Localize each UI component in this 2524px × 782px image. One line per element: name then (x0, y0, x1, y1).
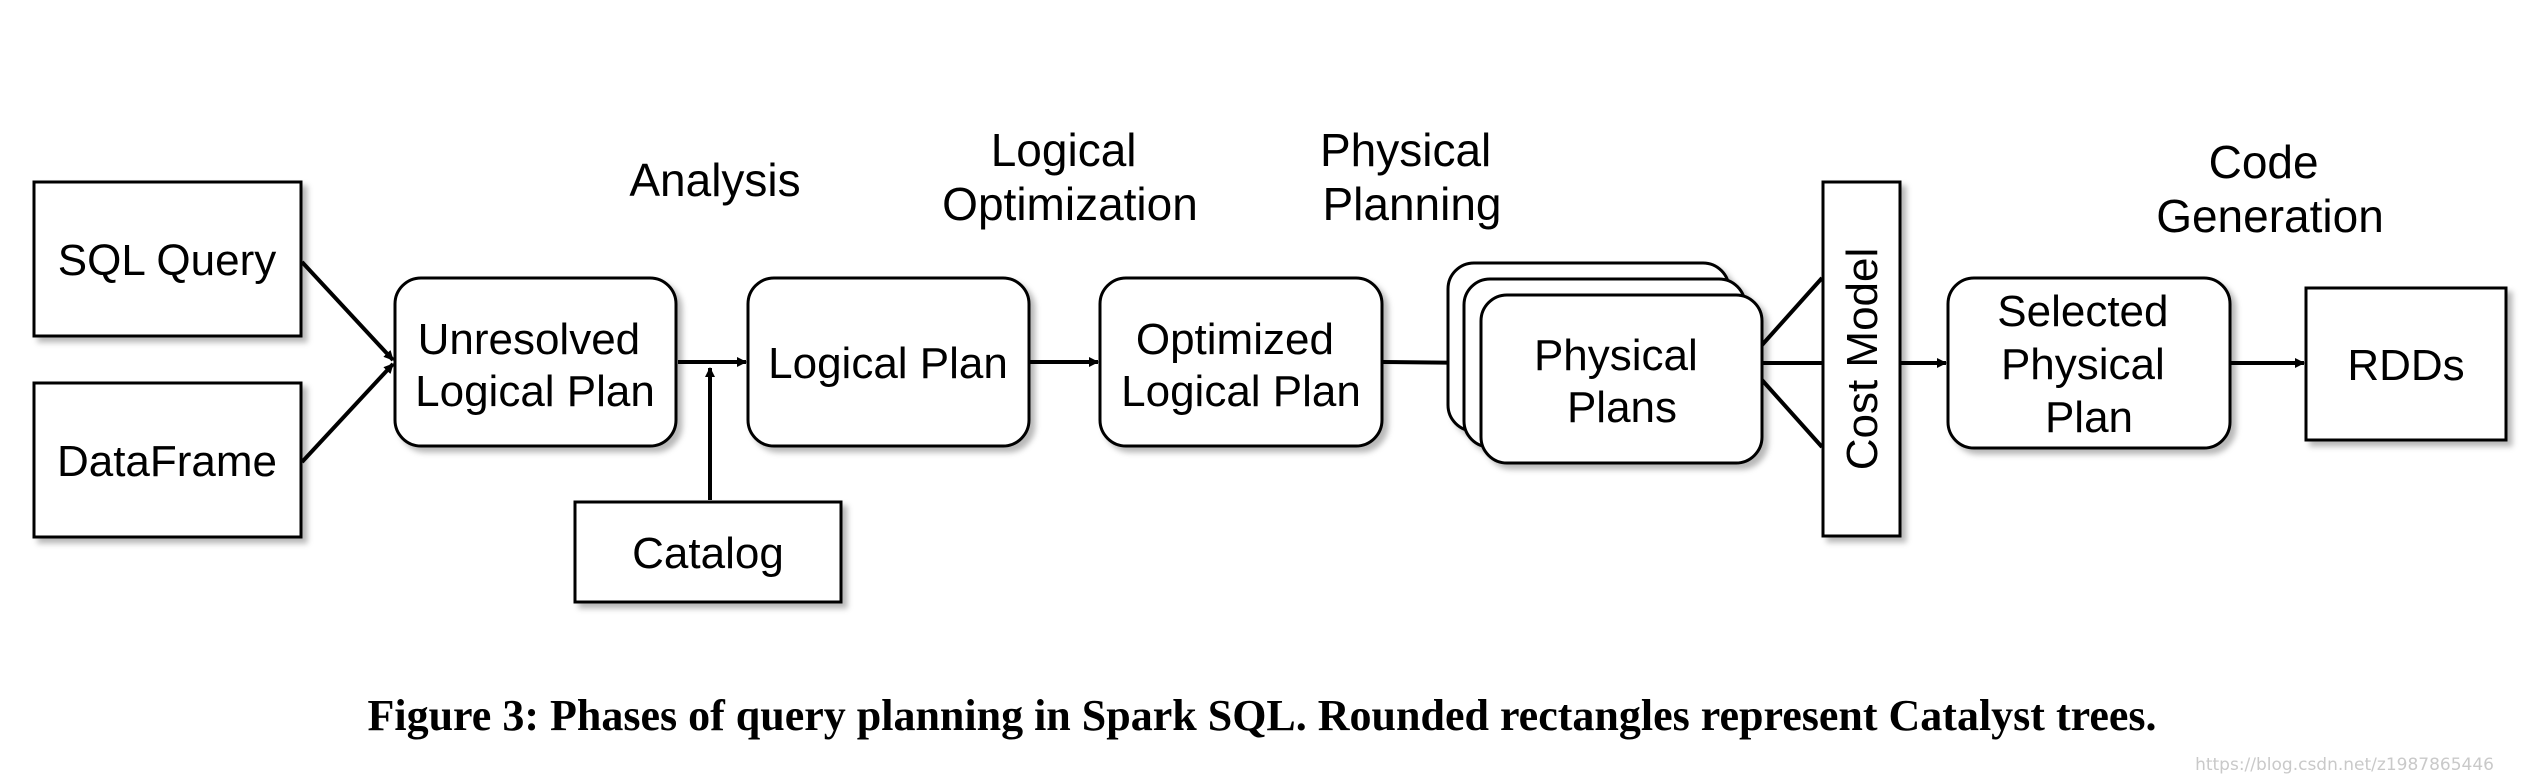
node-catalog: Catalog (573, 500, 843, 604)
phase-label-analysis: Analysis (629, 154, 800, 206)
edge-sql-query-to-unresolved (300, 260, 395, 362)
node-rdds: RDDs (2304, 286, 2508, 442)
edge-dataframe-to-unresolved (300, 362, 395, 464)
node-optimized-logical-plan-label: Optimized Logical Plan (1121, 315, 1361, 416)
figure-caption: Figure 3: Phases of query planning in Sp… (367, 691, 2157, 740)
node-rdds-label: RDDs (2347, 341, 2464, 390)
node-cost-model-label: Cost Model (1838, 248, 1887, 471)
node-sql-query-label: SQL Query (58, 236, 276, 285)
watermark-text: https://blog.csdn.net/z1987865446 (2195, 755, 2494, 775)
node-unresolved-logical-plan-label: Unresolved Logical Plan (415, 315, 655, 416)
node-physical-plans: Physical Plans (1446, 261, 1764, 465)
node-optimized-logical-plan: Optimized Logical Plan (1098, 276, 1384, 448)
edge-physical-plans-to-cost-model-bottom (1760, 378, 1824, 449)
node-logical-plan-label: Logical Plan (768, 339, 1008, 388)
node-dataframe: DataFrame (32, 381, 303, 539)
edge-physical-plans-to-cost-model-top (1760, 276, 1824, 347)
node-unresolved-logical-plan: Unresolved Logical Plan (393, 276, 678, 448)
node-physical-plans-label: Physical Plans (1534, 331, 1710, 432)
node-selected-physical-plan: Selected Physical Plan (1946, 276, 2232, 450)
phase-label-code-generation: Code Generation (2156, 136, 2384, 242)
node-dataframe-label: DataFrame (57, 437, 277, 486)
node-cost-model: Cost Model (1821, 180, 1902, 538)
query-planning-diagram: Analysis Logical Optimization Physical P… (32, 124, 2508, 604)
node-sql-query: SQL Query (32, 180, 303, 338)
phase-label-physical-planning: Physical Planning (1320, 124, 1504, 230)
node-selected-physical-plan-label: Selected Physical Plan (1997, 287, 2180, 442)
node-catalog-label: Catalog (632, 529, 784, 578)
phase-label-logical-optimization: Logical Optimization (942, 124, 1198, 230)
node-logical-plan: Logical Plan (746, 276, 1031, 448)
